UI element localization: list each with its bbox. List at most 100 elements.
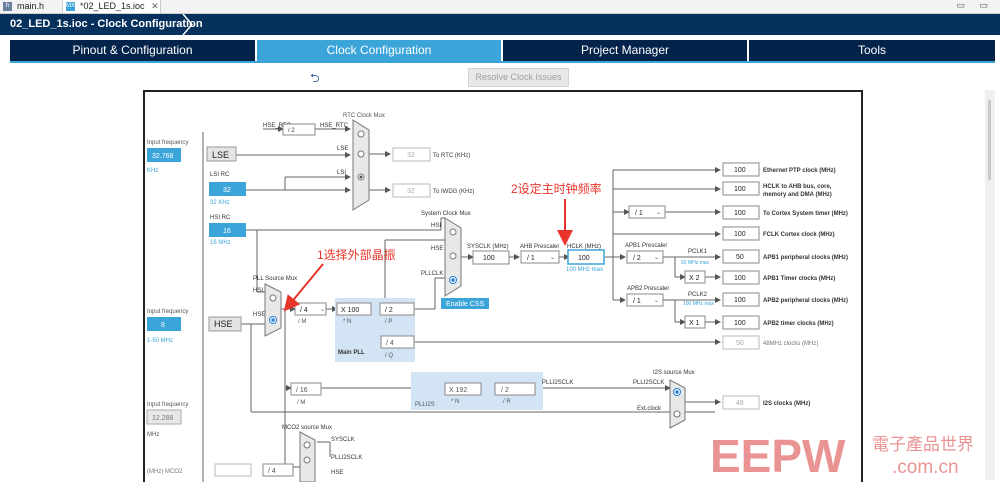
resolve-clock-issues-button[interactable]: Resolve Clock Issues bbox=[468, 68, 569, 87]
apb2-prescaler-value: / 1 bbox=[633, 298, 641, 305]
pll-q-divider[interactable] bbox=[380, 335, 415, 349]
lse-block[interactable] bbox=[206, 146, 237, 162]
annotation-arrow-1 bbox=[283, 263, 324, 312]
sysmux-radio-hsi[interactable] bbox=[449, 228, 457, 236]
vertical-scrollbar[interactable] bbox=[985, 90, 995, 480]
plli2s-r-value: / 2 bbox=[501, 387, 509, 394]
eepw-watermark-logo: EEPW 電子產品世界 .com.cn bbox=[710, 430, 974, 480]
output-box bbox=[722, 162, 760, 177]
pll-p-divider[interactable] bbox=[379, 302, 415, 316]
hclk-input[interactable] bbox=[567, 249, 605, 265]
output-label: 48MHz clocks (MHz) bbox=[763, 341, 818, 347]
lse-line-label: LSE bbox=[337, 146, 348, 152]
clock-tree-diagram: Input frequency 32.768 KHz LSE LSI RC 32… bbox=[146, 113, 848, 482]
enable-css-label: Enable CSS bbox=[446, 301, 484, 308]
mco2-radio-plli2s[interactable] bbox=[303, 456, 311, 464]
lsi-line-label: LSI bbox=[337, 170, 346, 176]
apb2-prescaler-select[interactable] bbox=[626, 293, 664, 307]
watermark-url: .com.cn bbox=[892, 457, 959, 478]
pll-m-value: / 4 bbox=[300, 307, 308, 314]
undo-icon[interactable]: ⮌ bbox=[310, 71, 320, 85]
sysmux-pllclk-label: PLLCLK bbox=[421, 271, 443, 277]
rtc-output-box bbox=[392, 147, 431, 162]
page-title: 02_LED_1s.ioc - Clock Configuration bbox=[10, 18, 203, 30]
mco2-divider[interactable] bbox=[262, 463, 294, 477]
hse-freq-input[interactable] bbox=[147, 317, 181, 331]
i2s-plli2sclk-label: PLLI2SCLK bbox=[633, 380, 664, 386]
pll-n-multiplier[interactable] bbox=[336, 302, 372, 316]
rtc-mux-radio-hse[interactable] bbox=[357, 130, 365, 138]
pll-hse-label: HSE bbox=[253, 312, 265, 318]
chevron-down-icon: ⌄ bbox=[550, 255, 555, 261]
plli2s-r-divider[interactable] bbox=[494, 382, 536, 396]
pll-n-value: X 100 bbox=[341, 307, 359, 314]
chevron-right-icon bbox=[182, 14, 193, 35]
window-controls[interactable]: ▭ ▭ bbox=[956, 0, 994, 10]
ahb-prescaler-select[interactable] bbox=[520, 250, 560, 264]
output-value: 50 bbox=[736, 340, 744, 347]
sysclk-label: SYSCLK (MHz) bbox=[467, 244, 509, 250]
plli2s-m-divider[interactable] bbox=[290, 382, 322, 396]
chevron-down-icon: ⌄ bbox=[320, 307, 325, 313]
pll-q-value: / 4 bbox=[386, 340, 394, 347]
i2s-mux-radio-ext[interactable] bbox=[673, 410, 681, 418]
rtc-mux-radio-lse[interactable] bbox=[357, 150, 365, 158]
cortex-timer-divider-value: / 1 bbox=[635, 210, 643, 217]
mco2-radio-sysclk[interactable] bbox=[303, 441, 311, 449]
apb1-timer-multiplier-value: X 2 bbox=[689, 275, 700, 282]
i2s-ext-freq-input[interactable] bbox=[146, 409, 182, 425]
rtc-clock-mux-label: RTC Clock Mux bbox=[343, 113, 385, 119]
chevron-down-icon: ⌄ bbox=[654, 298, 659, 304]
hse-block[interactable] bbox=[208, 316, 242, 332]
mco2-sysclk-label: SYSCLK bbox=[331, 437, 355, 443]
hse-rtc-divider[interactable] bbox=[282, 123, 316, 136]
tab-pinout-configuration[interactable]: Pinout & Configuration bbox=[10, 40, 257, 61]
c-header-file-icon: h bbox=[3, 2, 12, 11]
tab-clock-configuration[interactable]: Clock Configuration bbox=[257, 40, 503, 61]
tab-tools[interactable]: Tools bbox=[749, 40, 995, 61]
plli2s-n-multiplier[interactable] bbox=[444, 382, 482, 396]
lsi-rc-label: LSI RC bbox=[210, 172, 230, 178]
hse-rtc-label: HSE_RTC bbox=[320, 123, 349, 129]
hse-rtc-div-value: / 2 bbox=[288, 128, 295, 134]
pll-source-radio-hsi[interactable] bbox=[269, 294, 277, 302]
sysmux-radio-hse[interactable] bbox=[449, 252, 457, 260]
hse-label: HSE bbox=[214, 319, 233, 329]
pclk1-max-label: 50 MHz max bbox=[681, 260, 710, 266]
pll-q-label: / Q bbox=[385, 353, 393, 359]
cortex-timer-divider[interactable] bbox=[628, 205, 666, 219]
editor-tab-label: main.h bbox=[17, 1, 45, 11]
annotation-set-main-clock: 2设定主时钟频率 bbox=[511, 181, 602, 196]
editor-tab-label: *02_LED_1s.ioc bbox=[80, 1, 145, 11]
output-value: 100 bbox=[734, 210, 746, 217]
mco2-plli2sclk-label: PLLI2SCLK bbox=[331, 455, 362, 461]
output-label: APB2 timer clocks (MHz) bbox=[763, 321, 834, 327]
ahb-prescaler-value: / 1 bbox=[527, 255, 535, 262]
apb1-prescaler-select[interactable] bbox=[626, 250, 664, 264]
editor-tab-main-h[interactable]: h main.h bbox=[0, 0, 79, 13]
output-box bbox=[722, 205, 760, 220]
scrollbar-thumb[interactable] bbox=[988, 100, 991, 180]
hclk-max-label: 100 MHz max bbox=[566, 267, 603, 273]
annotation-select-external-crystal: 1选择外部晶振 bbox=[317, 247, 396, 262]
pclk2-label: PCLK2 bbox=[688, 292, 708, 298]
lsi-freq-value: 32 bbox=[223, 187, 231, 194]
editor-tab-ioc[interactable]: MX *02_LED_1s.ioc ✕ bbox=[62, 0, 161, 13]
editor-tab-strip: h main.h MX *02_LED_1s.ioc ✕ ▭ ▭ bbox=[0, 0, 1000, 14]
enable-css-button[interactable] bbox=[441, 298, 489, 309]
sysmux-hse-label: HSE bbox=[431, 246, 443, 252]
tab-project-manager[interactable]: Project Manager bbox=[503, 40, 749, 61]
lse-freq-input[interactable] bbox=[147, 148, 181, 162]
i2s-source-mux-label: I2S source Mux bbox=[653, 370, 695, 376]
hsi-rc-label: HSI RC bbox=[210, 215, 231, 221]
pll-source-mux[interactable] bbox=[264, 283, 282, 337]
plli2s-m-value: / 16 bbox=[296, 387, 308, 394]
hclk-label: HCLK (MHz) bbox=[567, 244, 601, 250]
i2s-ext-clock-label: Ext.clock bbox=[637, 406, 662, 412]
close-icon[interactable]: ✕ bbox=[151, 1, 159, 11]
i2s-source-mux[interactable] bbox=[669, 379, 686, 429]
plli2s-r-label: / R bbox=[503, 399, 511, 405]
output-value: 100 bbox=[734, 297, 746, 304]
mx-ioc-file-icon: MX bbox=[66, 2, 75, 11]
rtc-mux[interactable] bbox=[352, 119, 370, 211]
